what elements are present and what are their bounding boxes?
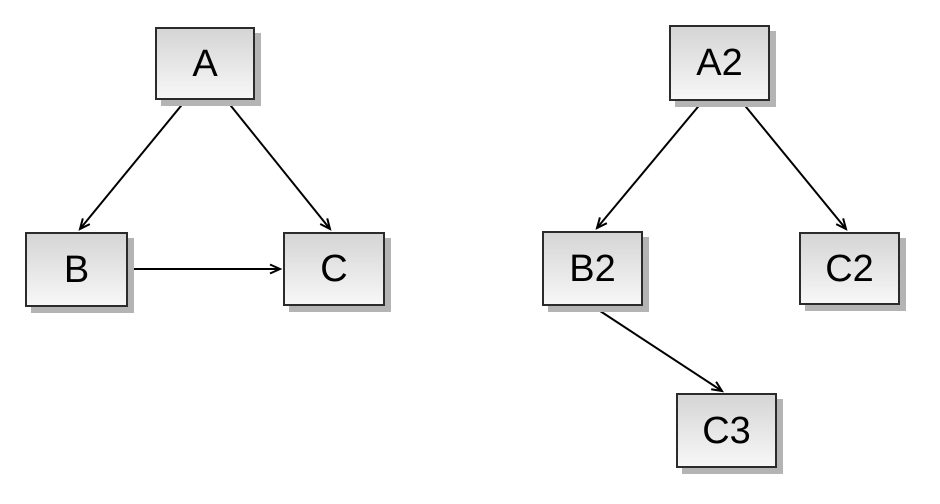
node-C[interactable]: C <box>283 232 385 306</box>
edge-A2-to-B2[interactable] <box>595 101 703 230</box>
node-label-C2: C2 <box>825 247 874 290</box>
node-A[interactable]: A <box>155 27 255 100</box>
node-A2[interactable]: A2 <box>669 25 770 101</box>
node-B2[interactable]: B2 <box>542 231 643 306</box>
node-label-A2: A2 <box>696 42 743 84</box>
edge-B2-to-C3[interactable] <box>593 306 725 393</box>
node-label-B: B <box>63 248 90 291</box>
node-label-A: A <box>192 42 218 85</box>
node-label-B2: B2 <box>569 247 616 290</box>
node-B[interactable]: B <box>25 232 128 307</box>
node-label-C3: C3 <box>702 409 751 452</box>
node-C3[interactable]: C3 <box>676 393 777 468</box>
edge-A-to-C[interactable] <box>226 100 332 231</box>
edge-A2-to-C2[interactable] <box>741 101 848 231</box>
node-C2[interactable]: C2 <box>799 232 900 305</box>
edge-A-to-B[interactable] <box>78 100 186 231</box>
node-label-C: C <box>320 248 348 290</box>
